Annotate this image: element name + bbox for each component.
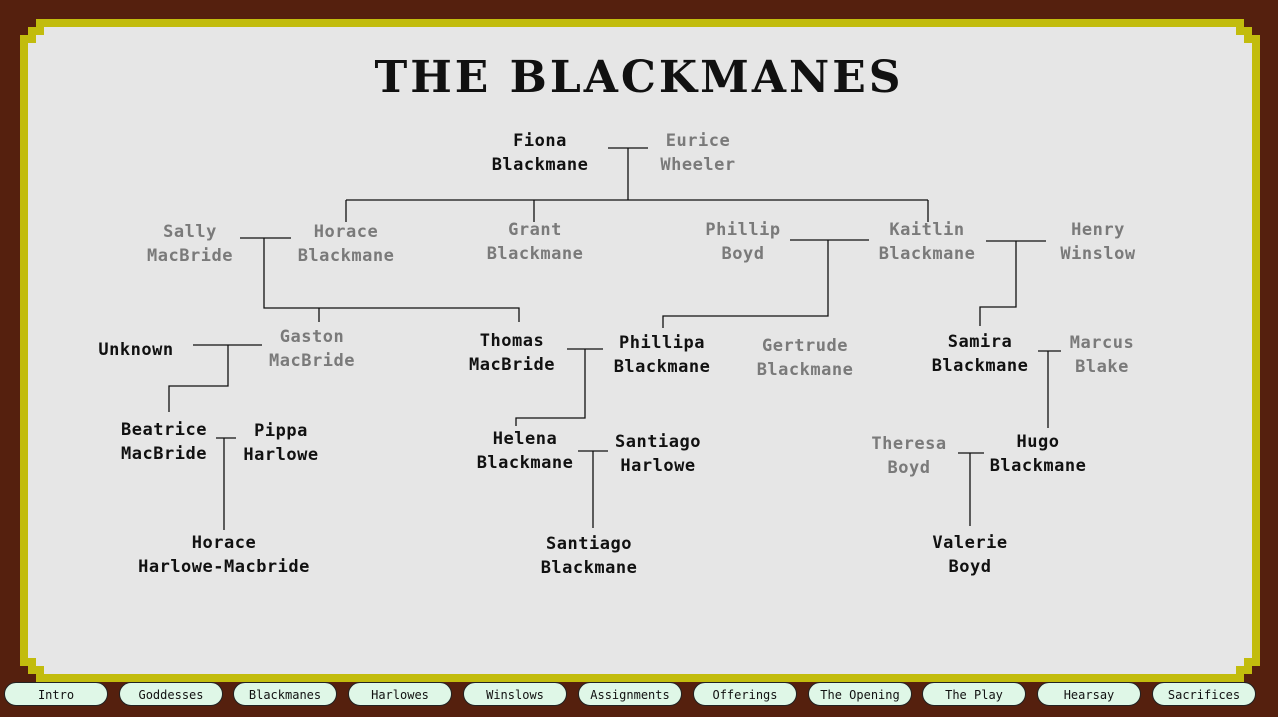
connector-fiona-eurice: [608, 147, 648, 200]
first-name: Phillipa: [619, 333, 705, 353]
last-name: Blackmane: [540, 558, 638, 578]
last-name: MacBride: [147, 246, 233, 266]
person-grant-blackmane: Grant Blackmane: [487, 218, 584, 266]
first-name: Phillip: [705, 220, 781, 240]
person-gaston-macbride: Gaston MacBride: [269, 325, 355, 373]
connector-samira-marcus: [1038, 350, 1061, 428]
last-name: Harlowe: [620, 456, 696, 476]
last-name: Blake: [1075, 357, 1129, 377]
person-santiago-harlowe: Santiago Harlowe: [615, 430, 701, 478]
connector-theresa-hugo: [958, 452, 984, 526]
last-name: Blackmane: [756, 360, 854, 380]
first-name: Henry: [1071, 220, 1125, 240]
person-horace-blackmane: Horace Blackmane: [298, 220, 395, 268]
person-valerie-boyd: Valerie Boyd: [932, 531, 1007, 579]
person-santiago-blackmane: Santiago Blackmane: [541, 532, 638, 580]
person-fiona-blackmane: Fiona Blackmane: [492, 129, 589, 177]
last-name: Boyd: [721, 244, 765, 264]
last-name: Blackmane: [878, 244, 976, 264]
tab-intro[interactable]: Intro: [4, 682, 108, 706]
last-name: MacBride: [269, 351, 355, 371]
person-hugo-blackmane: Hugo Blackmane: [990, 430, 1087, 478]
first-name: Thomas: [479, 331, 545, 351]
first-name: Hugo: [1016, 432, 1060, 452]
last-name: Blackmane: [476, 453, 574, 473]
tab-winslows[interactable]: Winslows: [463, 682, 567, 706]
person-phillipa-blackmane: Phillipa Blackmane: [614, 331, 711, 379]
connector-phillip-kaitlin: [662, 239, 869, 328]
person-samira-blackmane: Samira Blackmane: [932, 330, 1029, 378]
last-name: Blackmane: [989, 456, 1087, 476]
tab-goddesses[interactable]: Goddesses: [119, 682, 223, 706]
last-name: Boyd: [887, 458, 931, 478]
person-theresa-boyd: Theresa Boyd: [871, 432, 946, 480]
tab-harlowes[interactable]: Harlowes: [348, 682, 452, 706]
person-pippa-harlowe: Pippa Harlowe: [243, 419, 318, 467]
first-name: Santiago: [615, 432, 701, 452]
last-name: Winslow: [1060, 244, 1136, 264]
first-name: Gaston: [279, 327, 345, 347]
last-name: Wheeler: [660, 155, 736, 175]
tab-sacrifices[interactable]: Sacrifices: [1152, 682, 1256, 706]
connector-beatrice-pippa: [216, 437, 236, 530]
tab-hearsay[interactable]: Hearsay: [1037, 682, 1141, 706]
last-name: Blackmane: [613, 357, 711, 377]
first-name: Gertrude: [762, 336, 848, 356]
connector-helena-santiago: [578, 450, 608, 528]
tab-the-play[interactable]: The Play: [922, 682, 1026, 706]
first-name: Marcus: [1069, 333, 1135, 353]
connector-kaitlin-henry: [979, 240, 1046, 326]
person-henry-winslow: Henry Winslow: [1060, 218, 1135, 266]
first-name: Sally: [163, 222, 217, 242]
person-kaitlin-blackmane: Kaitlin Blackmane: [879, 218, 976, 266]
tab-assignments[interactable]: Assignments: [578, 682, 682, 706]
first-name: Unknown: [98, 340, 174, 360]
first-name: Kaitlin: [889, 220, 965, 240]
connector-sally-horace: [240, 237, 520, 322]
person-phillip-boyd: Phillip Boyd: [705, 218, 780, 266]
last-name: MacBride: [121, 444, 207, 464]
last-name: Harlowe: [243, 445, 319, 465]
person-unknown: Unknown: [98, 338, 173, 362]
tab-the-opening[interactable]: The Opening: [808, 682, 912, 706]
connector-unknown-gaston: [168, 344, 262, 412]
page-title: THE BLACKMANES: [374, 52, 904, 103]
person-sally-macbride: Sally MacBride: [147, 220, 233, 268]
bottom-nav: Intro Goddesses Blackmanes Harlowes Wins…: [0, 679, 1278, 717]
first-name: Samira: [947, 332, 1013, 352]
person-gertrude-blackmane: Gertrude Blackmane: [757, 334, 854, 382]
last-name: MacBride: [469, 355, 555, 375]
connector-gen1-children: [345, 199, 929, 222]
first-name: Valerie: [932, 533, 1008, 553]
first-name: Beatrice: [121, 420, 207, 440]
first-name: Eurice: [665, 131, 731, 151]
first-name: Santiago: [546, 534, 632, 554]
last-name: Blackmane: [486, 244, 584, 264]
first-name: Horace: [313, 222, 379, 242]
first-name: Fiona: [513, 131, 567, 151]
first-name: Helena: [492, 429, 558, 449]
last-name: Blackmane: [931, 356, 1029, 376]
person-marcus-blake: Marcus Blake: [1070, 331, 1134, 379]
first-name: Grant: [508, 220, 562, 240]
last-name: Blackmane: [491, 155, 589, 175]
tab-blackmanes[interactable]: Blackmanes: [233, 682, 337, 706]
person-beatrice-macbride: Beatrice MacBride: [121, 418, 207, 466]
last-name: Blackmane: [297, 246, 395, 266]
tab-offerings[interactable]: Offerings: [693, 682, 797, 706]
connector-thomas-phillipa: [515, 348, 603, 426]
first-name: Pippa: [254, 421, 308, 441]
first-name: Theresa: [871, 434, 947, 454]
first-name: Horace: [191, 533, 257, 553]
person-horace-harlowe-macbride: Horace Harlowe-Macbride: [138, 531, 310, 579]
last-name: Harlowe-Macbride: [138, 557, 310, 577]
person-thomas-macbride: Thomas MacBride: [469, 329, 555, 377]
person-helena-blackmane: Helena Blackmane: [477, 427, 574, 475]
person-eurice-wheeler: Eurice Wheeler: [660, 129, 735, 177]
last-name: Boyd: [948, 557, 992, 577]
